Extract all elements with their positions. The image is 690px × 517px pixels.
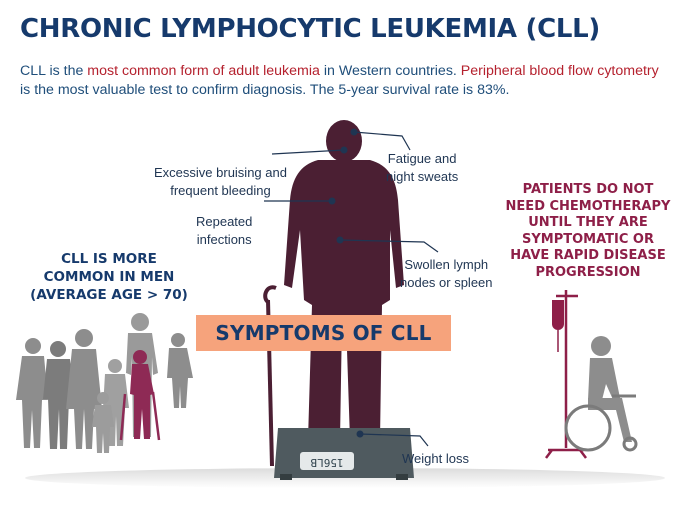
wheelchair-patient: [564, 336, 638, 452]
callout-bruising-line1: Excessive bruising and: [154, 165, 287, 180]
scale-readout: 156LB: [310, 456, 344, 469]
intro-text-3: is the most valuable test to confirm dia…: [20, 82, 510, 98]
callout-infections: Repeated infections: [196, 213, 252, 249]
men-group-silhouettes: [16, 313, 193, 453]
intro-highlight-common-form: most common form of adult leukemia: [87, 63, 320, 79]
elderly-woman-silhouette: [119, 350, 161, 441]
symptoms-banner-label: SYMPTOMS OF CLL: [215, 321, 432, 345]
callout-connectors: [264, 131, 439, 447]
callout-dots: [328, 128, 364, 438]
callout-bruising-line2: frequent bleeding: [170, 183, 271, 198]
callout-infections-line1: Repeated: [196, 214, 253, 229]
callout-infections-line2: infections: [196, 232, 252, 247]
intro-highlight-flow-cytometry: Peripheral blood flow cytometry: [460, 63, 659, 79]
callout-bruising: Excessive bruising and frequent bleeding: [154, 164, 287, 200]
men-age-heading: CLL IS MORE COMMON IN MEN (AVERAGE AGE >…: [30, 251, 188, 303]
callout-lymph-line2: nodes or spleen: [400, 275, 493, 290]
callout-weight-loss: Weight loss: [402, 451, 469, 466]
symptoms-banner: SYMPTOMS OF CLL: [196, 315, 451, 351]
intro-text-2: in Western countries.: [319, 63, 461, 79]
page-title: CHRONIC LYMPHOCYTIC LEUKEMIA (CLL): [20, 14, 600, 44]
callout-lymph-line1: Swollen lymph: [404, 257, 489, 272]
chemotherapy-heading: PATIENTS DO NOT NEED CHEMOTHERAPY UNTIL …: [505, 182, 671, 280]
weight-scale: [274, 428, 414, 480]
intro-paragraph: CLL is the most common form of adult leu…: [20, 62, 660, 100]
callout-fatigue: Fatigue and night sweats: [386, 150, 458, 186]
callout-fatigue-line2: night sweats: [386, 169, 459, 184]
intro-text-1: CLL is the: [20, 63, 88, 79]
callout-lymph-nodes: Swollen lymph nodes or spleen: [400, 256, 493, 292]
callout-fatigue-line1: Fatigue and: [387, 151, 457, 166]
